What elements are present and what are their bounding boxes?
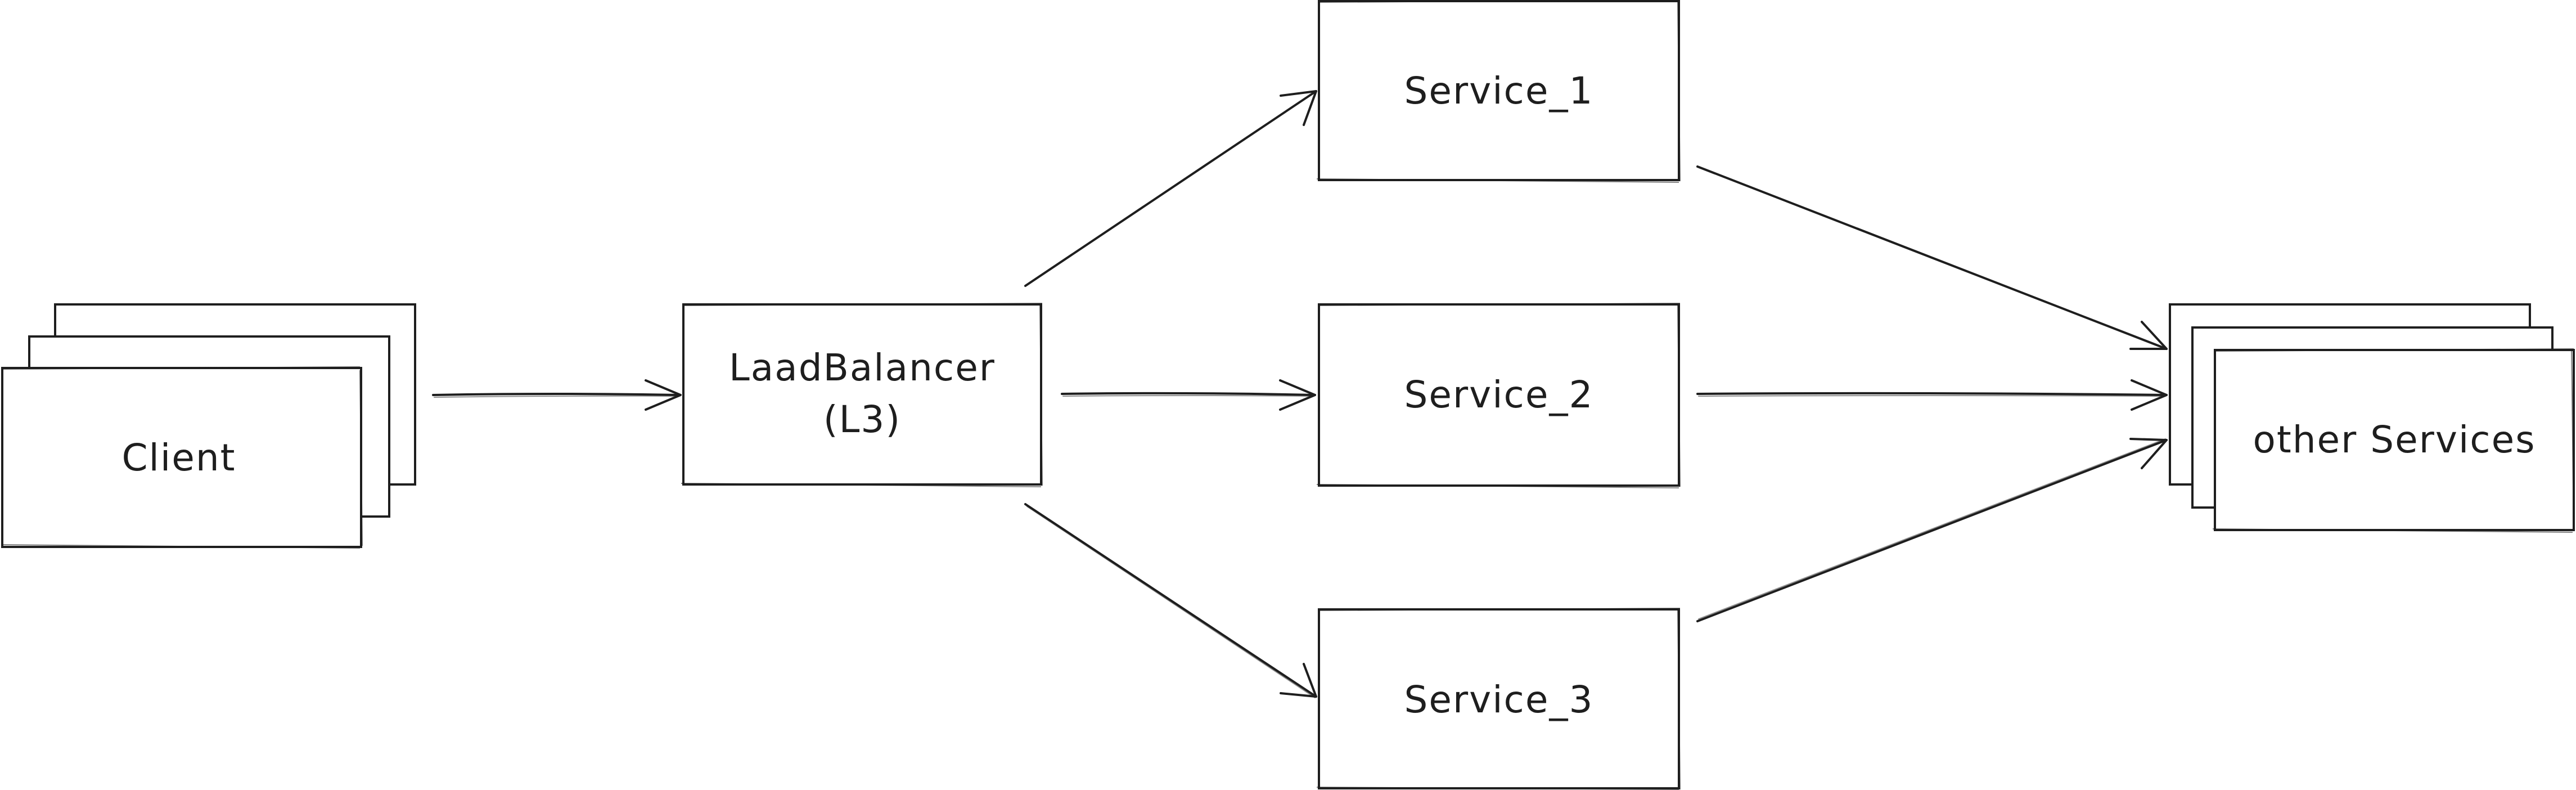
edge-load-balancer-to-service-2 bbox=[1061, 379, 1316, 411]
edges bbox=[432, 90, 2168, 698]
edge-load-balancer-to-service-3 bbox=[1024, 503, 1317, 698]
service-1-box bbox=[1318, 0, 1680, 181]
service-2-label: Service_2 bbox=[1404, 373, 1594, 416]
load-balancer-box bbox=[682, 303, 1042, 486]
client-label: Client bbox=[121, 436, 236, 479]
load-balancer-label-line2: (L3) bbox=[823, 398, 901, 441]
service-2-box bbox=[1318, 303, 1680, 487]
other-services-label: other Services bbox=[2253, 418, 2536, 461]
service-1-node: Service_1 bbox=[1316, 0, 1681, 183]
other-services-stack-front bbox=[2214, 349, 2575, 531]
edge-service-1-to-other-services bbox=[1696, 165, 2168, 350]
load-balancer-label-line1: LaadBalancer bbox=[729, 346, 996, 389]
edge-service-3-to-other-services bbox=[1696, 438, 2168, 622]
edge-service-2-to-other-services bbox=[1696, 379, 2168, 411]
service-3-node: Service_3 bbox=[1316, 608, 1681, 790]
edge-load-balancer-to-service-1 bbox=[1024, 90, 1317, 287]
service-2-node: Service_2 bbox=[1316, 303, 1681, 488]
edge-client-to-load-balancer bbox=[432, 379, 682, 411]
service-3-label: Service_3 bbox=[1404, 678, 1594, 721]
load-balancer-node: LaadBalancer (L3) bbox=[681, 303, 1043, 487]
client-node: Client bbox=[1, 303, 416, 549]
other-services-node: other Services bbox=[2169, 303, 2575, 533]
service-3-box bbox=[1318, 608, 1680, 789]
service-1-label: Service_1 bbox=[1404, 69, 1594, 113]
